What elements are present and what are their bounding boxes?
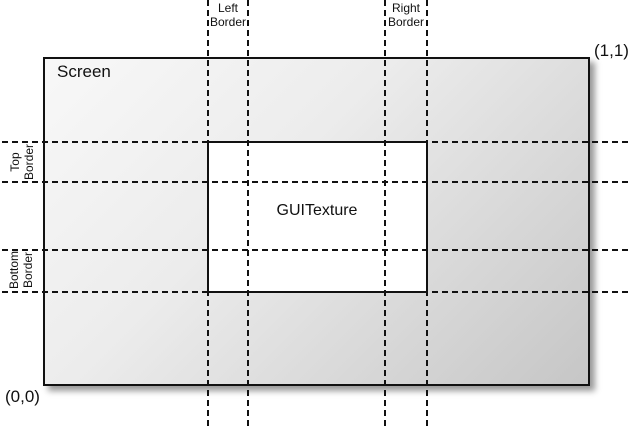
bottom-border-outer-line [2,291,632,293]
left-border-label-line1: Left [217,1,238,15]
right-border-label-line2: Border [387,15,425,29]
top-border-label-line2: Border [22,143,36,181]
top-border-outer-line [2,141,632,143]
bottom-border-label-line1: Bottom [7,250,21,290]
right-border-label-line1: Right [391,1,420,15]
coord-top-right: (1,1) [594,41,629,60]
right-border-inner-line [384,0,386,428]
coord-bottom-left: (0,0) [5,387,40,406]
bottom-border-label-line2: Border [21,251,35,289]
left-border-label: Left Border [210,1,246,29]
bottom-border-label: Bottom Border [7,251,35,289]
guitexture-rect [207,141,428,293]
left-border-inner-line [247,0,249,428]
screen-label: Screen [57,62,111,81]
top-border-inner-line [2,181,632,183]
bottom-border-inner-line [2,249,632,251]
left-border-label-line2: Border [209,15,247,29]
guitexture-label: GUITexture [276,202,358,219]
top-border-label: Top Border [8,144,36,180]
right-border-outer-line [426,0,428,428]
right-border-label: Right Border [388,1,424,29]
left-border-outer-line [207,0,209,428]
top-border-label-line1: Top [8,152,22,172]
